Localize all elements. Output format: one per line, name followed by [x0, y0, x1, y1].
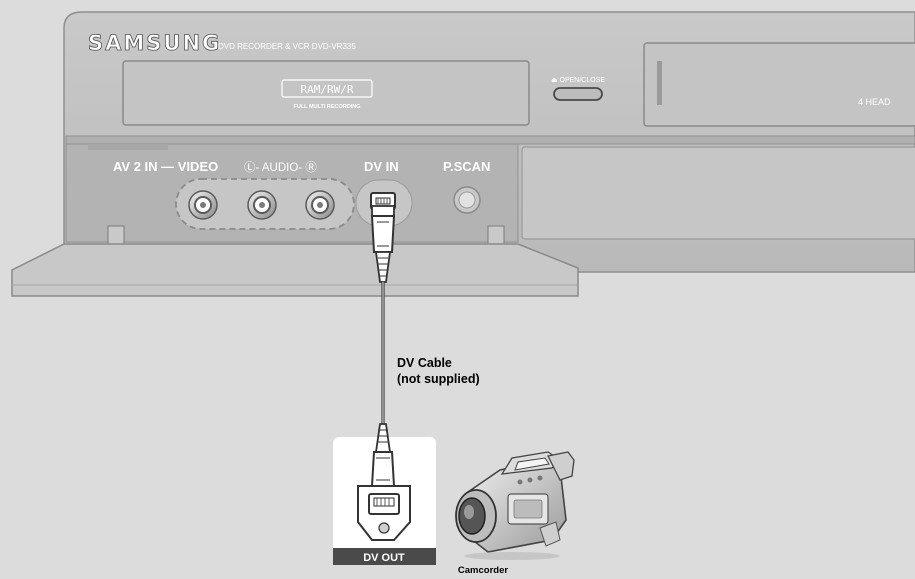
pscan-label: P.SCAN [443, 159, 490, 174]
av2-in-label: AV 2 IN — VIDEO [113, 159, 218, 174]
camcorder-illustration [455, 451, 575, 560]
open-close-button[interactable] [553, 87, 603, 101]
disc-subtitle: FULL MULTI RECORDING [293, 104, 360, 110]
video-in-jack[interactable] [188, 190, 218, 220]
open-close-label: ⏏ OPEN/CLOSE [551, 77, 605, 84]
brand-logo: SAMSUNG [88, 31, 221, 55]
camcorder-port-panel: DV OUT [333, 423, 436, 565]
dv-in-label: DV IN [364, 159, 399, 174]
audio-right-jack[interactable] [305, 190, 335, 220]
disc-logo: RAM/RW/R [301, 83, 354, 96]
cable-label-line1: DV Cable [397, 356, 452, 370]
cable-label-line2: (not supplied) [397, 372, 480, 386]
audio-left-jack[interactable] [247, 190, 277, 220]
dv-cable [370, 205, 396, 424]
model-line: DVD RECORDER & VCR DVD-VR335 [218, 42, 356, 51]
dv-out-label: DV OUT [363, 552, 405, 564]
pscan-button[interactable] [453, 186, 481, 214]
front-door-flap [11, 243, 579, 297]
vcr-slot [643, 42, 915, 127]
dvd-tray [122, 60, 530, 126]
audio-label: Ⓛ- AUDIO- Ⓡ [244, 161, 317, 174]
camcorder-label: Camcorder [458, 565, 508, 576]
heads-label: 4 HEAD [858, 97, 891, 107]
disc-logo-frame [281, 79, 373, 98]
front-panel: AV 2 IN — VIDEO Ⓛ- AUDIO- Ⓡ DV IN P.SCAN [65, 143, 519, 251]
